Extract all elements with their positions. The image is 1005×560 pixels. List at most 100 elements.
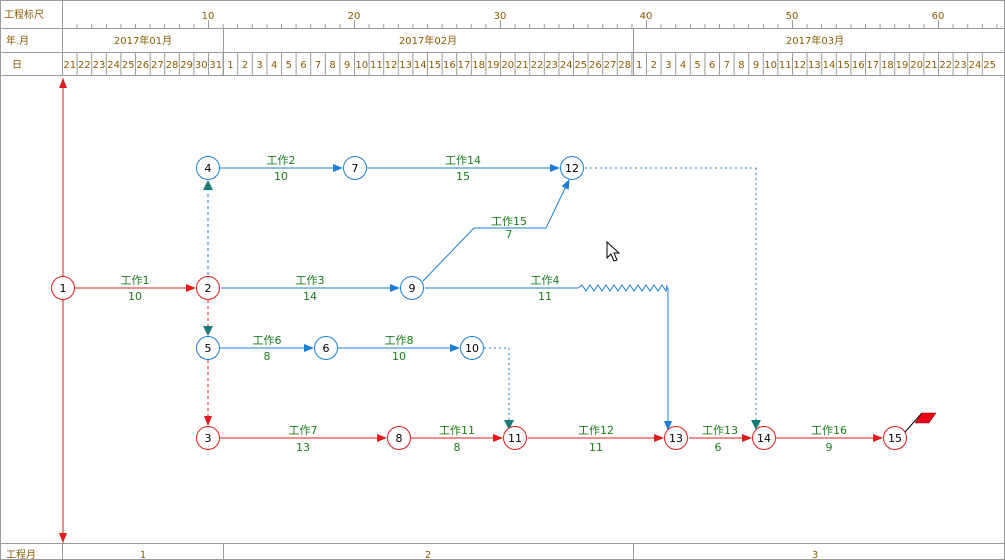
day-number: 22 [531, 60, 544, 71]
day-number: 17 [458, 60, 471, 71]
activity-arrow-4-down [664, 287, 672, 431]
activity-duration: 11 [589, 441, 603, 454]
activity-name: 工作15 [491, 215, 527, 228]
node-number: 8 [396, 432, 403, 445]
day-number: 7 [724, 60, 730, 71]
node-15[interactable]: 15 [883, 426, 907, 450]
node-5[interactable]: 5 [196, 336, 220, 360]
day-number: 3 [665, 60, 671, 71]
day-number: 13 [399, 60, 412, 71]
day-number: 28 [166, 60, 179, 71]
axis-arrow-down-icon [59, 533, 67, 543]
node-number: 10 [465, 342, 479, 355]
node-7[interactable]: 7 [343, 156, 367, 180]
node-number: 7 [352, 162, 359, 175]
scale-tick-label: 40 [640, 11, 653, 22]
month-label: 2017年03月 [786, 34, 844, 47]
day-number: 1 [227, 60, 233, 71]
footer-month-label: 2 [425, 550, 431, 560]
day-number: 25 [983, 60, 996, 71]
day-number: 8 [329, 60, 335, 71]
arrow-down-icon [504, 420, 514, 430]
node-2[interactable]: 2 [196, 276, 220, 300]
node-11[interactable]: 11 [503, 426, 527, 450]
day-number: 24 [107, 60, 120, 71]
node-1[interactable]: 1 [51, 276, 75, 300]
node-number: 1 [60, 282, 67, 295]
activity-duration: 15 [456, 170, 470, 183]
day-number: 27 [604, 60, 617, 71]
node-4[interactable]: 4 [196, 156, 220, 180]
day-number: 14 [823, 60, 836, 71]
node-number: 9 [409, 282, 416, 295]
day-number: 11 [779, 60, 792, 71]
node-9[interactable]: 9 [400, 276, 424, 300]
node-number: 13 [669, 432, 683, 445]
node-13[interactable]: 13 [664, 426, 688, 450]
yearmonth-label: 年.月 [6, 34, 29, 47]
day-number: 12 [385, 60, 398, 71]
activity-name: 工作1 [121, 274, 150, 287]
node-10[interactable]: 10 [460, 336, 484, 360]
footer-month-label: 1 [140, 550, 146, 560]
day-number: 12 [793, 60, 806, 71]
node-3[interactable]: 3 [196, 426, 220, 450]
scale-tick-label: 30 [494, 11, 507, 22]
day-number: 6 [300, 60, 306, 71]
day-number: 25 [574, 60, 587, 71]
arrow-up-icon [203, 180, 213, 190]
day-number: 4 [680, 60, 686, 71]
day-number: 23 [545, 60, 558, 71]
activity-duration: 10 [392, 350, 406, 363]
node-6[interactable]: 6 [314, 336, 338, 360]
axis-arrow-up-icon [59, 78, 67, 88]
day-number: 7 [315, 60, 321, 71]
node-12[interactable]: 12 [560, 156, 584, 180]
activity-name: 工作14 [445, 154, 481, 167]
activity-duration: 7 [506, 228, 513, 241]
critical-path [75, 284, 883, 442]
day-number: 29 [180, 60, 193, 71]
activity-name: 工作13 [702, 424, 738, 437]
day-number: 5 [286, 60, 292, 71]
node-8[interactable]: 8 [387, 426, 411, 450]
node-number: 14 [757, 432, 771, 445]
node-number: 4 [205, 162, 212, 175]
node-number: 3 [205, 432, 212, 445]
day-number: 6 [709, 60, 715, 71]
day-number: 13 [808, 60, 821, 71]
footer-label: 工程月 [6, 549, 36, 560]
activity-duration: 8 [454, 441, 461, 454]
activity-duration: 13 [296, 441, 310, 454]
day-number: 10 [355, 60, 368, 71]
day-number: 3 [256, 60, 262, 71]
day-number: 26 [136, 60, 149, 71]
activity-name: 工作16 [811, 424, 847, 437]
day-number: 19 [487, 60, 500, 71]
footer-month-label: 3 [812, 550, 818, 560]
day-number: 21 [925, 60, 938, 71]
day-number: 27 [151, 60, 164, 71]
day-number: 15 [837, 60, 850, 71]
day-number: 20 [910, 60, 923, 71]
node-number: 12 [565, 162, 579, 175]
day-number: 5 [694, 60, 700, 71]
scale-tick-label: 50 [786, 11, 799, 22]
day-number: 20 [501, 60, 514, 71]
day-number: 18 [472, 60, 485, 71]
day-number: 2 [242, 60, 248, 71]
flag-icon [904, 412, 937, 433]
node-14[interactable]: 14 [752, 426, 776, 450]
day-number: 31 [209, 60, 222, 71]
day-number: 23 [93, 60, 106, 71]
day-number: 22 [78, 60, 91, 71]
day-number: 30 [195, 60, 208, 71]
day-number: 26 [589, 60, 602, 71]
activity-name: 工作3 [296, 274, 325, 287]
activity-name: 工作8 [385, 334, 414, 347]
node-number: 15 [888, 432, 902, 445]
month-label: 2017年01月 [114, 34, 172, 47]
